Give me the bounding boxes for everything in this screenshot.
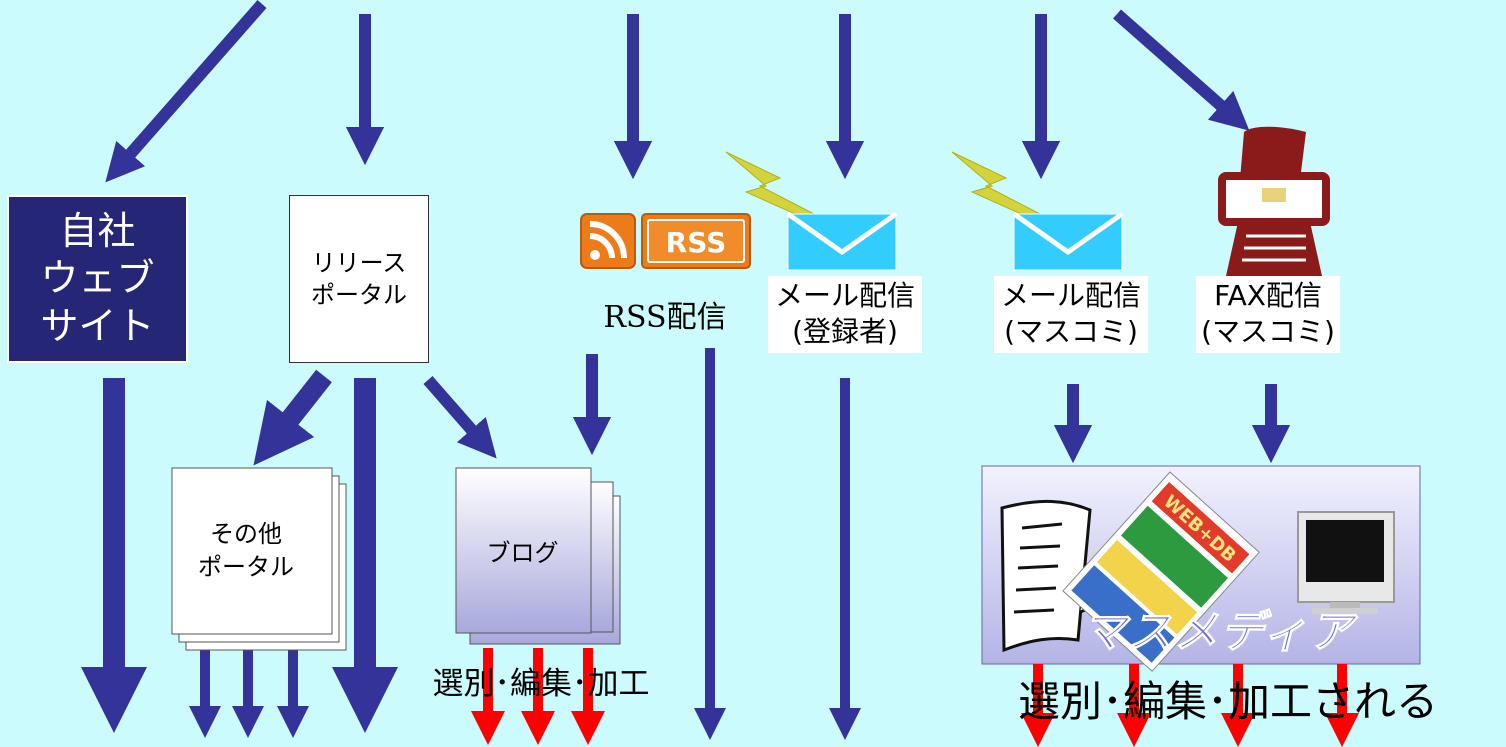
arrow-to-fax bbox=[1113, 9, 1250, 131]
release-portal-box: リリース ポータル bbox=[289, 195, 429, 363]
mail-press-label: メール配信 (マスコミ) bbox=[994, 276, 1148, 353]
mail-registered-label: メール配信 (登録者) bbox=[768, 276, 922, 353]
magazine-icon: WEB+DB bbox=[1062, 471, 1260, 672]
blog-label: ブログ bbox=[486, 539, 559, 567]
other-portal-label: その他 ポータル bbox=[198, 520, 294, 581]
other-portal-stack bbox=[171, 467, 347, 651]
blog-red-arrows bbox=[470, 648, 606, 746]
arrow-release-to-blog bbox=[423, 376, 497, 459]
rss-icon bbox=[580, 213, 636, 269]
middle-arrows bbox=[253, 354, 1291, 466]
blog-stack bbox=[455, 467, 621, 645]
tv-icon bbox=[1297, 511, 1395, 614]
fax-icon bbox=[1218, 126, 1330, 276]
media-processing-caption: 選別･編集･加工される bbox=[1017, 677, 1438, 726]
own-website-box: 自社 ウェブ サイト bbox=[7, 195, 188, 363]
lightning-icon-2 bbox=[951, 151, 1042, 219]
rss-badge-text: RSS bbox=[666, 226, 727, 259]
top-arrows bbox=[105, 0, 1250, 183]
rss-delivery-label: RSS配信 bbox=[603, 300, 727, 335]
bottom-arrows bbox=[81, 348, 862, 741]
media-red-arrows bbox=[1020, 664, 1360, 747]
blog-processing-caption: 選別･編集･加工 bbox=[432, 666, 650, 702]
lightning-icon bbox=[725, 151, 816, 219]
mail-icon bbox=[786, 211, 898, 271]
rss-badge: RSS bbox=[641, 213, 751, 269]
mass-media-label: マスメディア bbox=[1082, 607, 1355, 659]
arrow-to-own-site bbox=[105, 0, 267, 183]
mail-icon-2 bbox=[1012, 211, 1124, 271]
fax-press-label: FAX配信 (マスコミ) bbox=[1196, 276, 1340, 353]
arrow-release-to-other-portal bbox=[253, 369, 332, 466]
